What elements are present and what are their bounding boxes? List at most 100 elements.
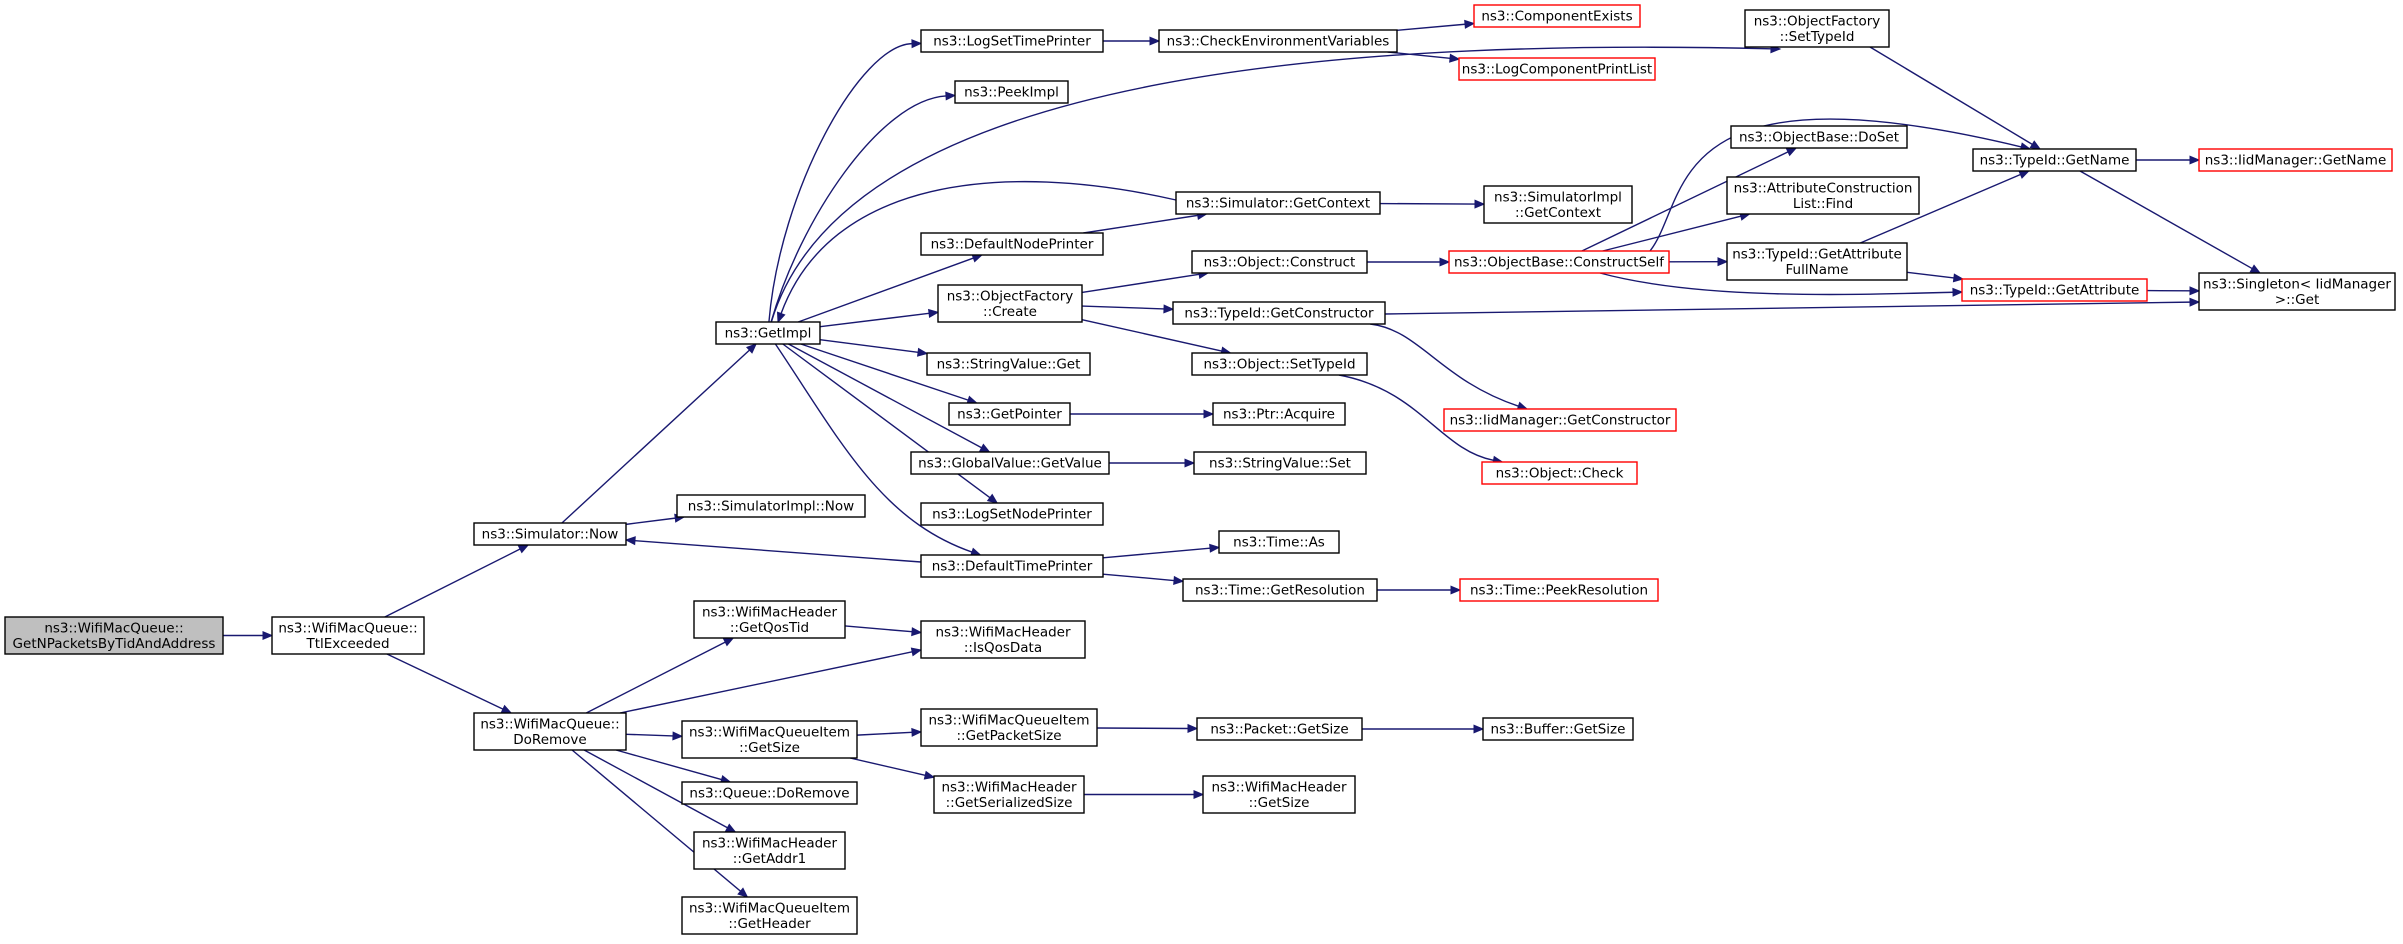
- function-node-doremove[interactable]: ns3::WifiMacQueue::DoRemove: [473, 712, 627, 751]
- function-node-typeidgetattr[interactable]: ns3::TypeId::GetAttribute: [1961, 278, 2148, 302]
- edge-line: [770, 95, 947, 323]
- function-node-pktgetsize[interactable]: ns3::Packet::GetSize: [1196, 717, 1363, 741]
- edge-line: [1396, 23, 1466, 32]
- node-box: [948, 402, 1071, 426]
- function-node-iidgetname[interactable]: ns3::IidManager::GetName: [2198, 148, 2393, 172]
- function-node-timeas[interactable]: ns3::Time::As: [1218, 530, 1340, 554]
- function-node-getptr[interactable]: ns3::GetPointer: [948, 402, 1071, 426]
- function-node-ptracquire[interactable]: ns3::Ptr::Acquire: [1212, 402, 1346, 426]
- node-box: [954, 80, 1069, 104]
- node-label: ::GetSize: [739, 740, 800, 756]
- function-node-strget[interactable]: ns3::StringValue::Get: [926, 352, 1091, 376]
- node-label: ns3::WifiMacQueue::: [480, 716, 619, 732]
- function-node-timepeekres[interactable]: ns3::Time::PeekResolution: [1459, 578, 1659, 602]
- call-edge-getctor-to-singleton: [1384, 297, 2201, 315]
- function-node-simnow[interactable]: ns3::Simulator::Now: [473, 522, 627, 546]
- function-node-itemsize[interactable]: ns3::WifiMacQueueItem::GetSize: [681, 720, 858, 759]
- function-node-logsettime[interactable]: ns3::LogSetTimePrinter: [920, 29, 1104, 53]
- function-node-constructself[interactable]: ns3::ObjectBase::ConstructSelf: [1448, 250, 1670, 274]
- function-node-typeidgetname[interactable]: ns3::TypeId::GetName: [1972, 148, 2137, 172]
- function-node-getheader[interactable]: ns3::WifiMacQueueItem::GetHeader: [681, 896, 858, 935]
- edge-arrowhead: [2189, 297, 2201, 307]
- node-box: [473, 522, 627, 546]
- function-node-compexists[interactable]: ns3::ComponentExists: [1473, 4, 1641, 28]
- edge-line: [1602, 215, 1742, 252]
- node-label: ns3::Time::GetResolution: [1195, 583, 1365, 599]
- node-label: ns3::LogSetTimePrinter: [933, 34, 1091, 50]
- edge-line: [585, 641, 726, 714]
- edge-line: [1338, 374, 1494, 461]
- function-node-deftime[interactable]: ns3::DefaultTimePrinter: [920, 554, 1104, 578]
- function-node-hdrgetsize[interactable]: ns3::WifiMacHeader::GetSize: [1202, 775, 1356, 814]
- function-node-bufgetsize[interactable]: ns3::Buffer::GetSize: [1482, 717, 1634, 741]
- edge-arrowhead: [986, 493, 999, 504]
- node-box: [1726, 176, 1920, 215]
- call-edge-deftime-to-timegetres: [1102, 573, 1185, 586]
- function-node-gvget[interactable]: ns3::GlobalValue::GetValue: [910, 451, 1110, 475]
- function-node-objconstruct[interactable]: ns3::Object::Construct: [1191, 250, 1368, 274]
- function-node-objcheck[interactable]: ns3::Object::Check: [1481, 461, 1638, 485]
- node-box: [681, 896, 858, 935]
- function-node-defnode[interactable]: ns3::DefaultNodePrinter: [920, 232, 1104, 256]
- edge-line: [1102, 547, 1211, 559]
- node-label: ::GetContext: [1515, 205, 1601, 221]
- node-label: ns3::WifiMacQueue::: [44, 620, 183, 636]
- function-node-iidgetctor[interactable]: ns3::IidManager::GetConstructor: [1443, 408, 1677, 432]
- edge-arrowhead: [911, 727, 923, 737]
- function-node-isqosdata[interactable]: ns3::WifiMacHeader::IsQosData: [920, 620, 1086, 659]
- function-node-singleton[interactable]: ns3::Singleton< IidManager >::Get: [2198, 272, 2396, 311]
- function-node-obdoset[interactable]: ns3::ObjectBase::DoSet: [1730, 125, 1908, 149]
- node-box: [1473, 4, 1641, 28]
- function-node-simimplctx[interactable]: ns3::SimulatorImpl::GetContext: [1483, 185, 1633, 224]
- node-box: [2198, 148, 2393, 172]
- edge-line: [1083, 214, 1198, 234]
- node-box: [1202, 775, 1356, 814]
- node-label: ns3::ObjectFactory: [947, 288, 1074, 304]
- node-box: [1182, 578, 1378, 602]
- node-label: ns3::Queue::DoRemove: [689, 786, 849, 802]
- function-node-qdoremove[interactable]: ns3::Queue::DoRemove: [681, 781, 858, 805]
- call-edge-gvget-to-strset: [1109, 458, 1196, 468]
- function-node-timegetres[interactable]: ns3::Time::GetResolution: [1182, 578, 1378, 602]
- function-node-getimpl[interactable]: ns3::GetImpl: [715, 321, 821, 345]
- call-edge-getimpl-to-peekimpl: [770, 91, 957, 323]
- function-node-peekimpl[interactable]: ns3::PeekImpl: [954, 80, 1069, 104]
- function-node-settypeid[interactable]: ns3::Object::SetTypeId: [1191, 352, 1368, 376]
- function-node-logcomplist[interactable]: ns3::LogComponentPrintList: [1458, 57, 1656, 81]
- function-node-ofcreate[interactable]: ns3::ObjectFactory::Create: [937, 284, 1083, 323]
- function-node-getctor[interactable]: ns3::TypeId::GetConstructor: [1172, 301, 1386, 325]
- function-node-logsetnode[interactable]: ns3::LogSetNodePrinter: [920, 502, 1104, 526]
- function-node-ttl[interactable]: ns3::WifiMacQueue::TtlExceeded: [271, 616, 425, 655]
- node-label: ns3::TypeId::GetName: [1980, 153, 2130, 169]
- edge-line: [583, 749, 728, 829]
- function-node-checkenv[interactable]: ns3::CheckEnvironmentVariables: [1158, 29, 1398, 53]
- function-node-getsersize[interactable]: ns3::WifiMacHeader::GetSerializedSize: [933, 775, 1085, 814]
- node-label: ns3::WifiMacHeader: [941, 779, 1077, 795]
- function-node-getqostid[interactable]: ns3::WifiMacHeader::GetQosTid: [693, 600, 846, 639]
- call-edge-getattrfull-to-typeidgetname: [1860, 170, 2030, 244]
- function-node-getpktsize[interactable]: ns3::WifiMacQueueItem::GetPacketSize: [920, 708, 1098, 747]
- call-edge-simnow-to-simimplnow: [625, 513, 686, 526]
- function-node-getaddr1[interactable]: ns3::WifiMacHeader::GetAddr1: [693, 831, 846, 870]
- edge-arrowhead: [1163, 304, 1175, 314]
- node-label: ns3::DefaultNodePrinter: [931, 237, 1094, 253]
- node-label: ns3::Time::PeekResolution: [1470, 583, 1648, 599]
- node-label: ::GetPacketSize: [956, 728, 1061, 744]
- call-edge-timegetres-to-timepeekres: [1377, 585, 1462, 595]
- call-edge-getpktsize-to-pktgetsize: [1096, 723, 1199, 734]
- function-node-ofsettypeid[interactable]: ns3::ObjectFactory::SetTypeId: [1744, 9, 1890, 48]
- node-box: [271, 616, 425, 655]
- node-box: [1961, 278, 2148, 302]
- edge-line: [384, 548, 521, 618]
- function-node-strset[interactable]: ns3::StringValue::Set: [1193, 451, 1367, 475]
- function-node-simgetctx[interactable]: ns3::Simulator::GetContext: [1175, 191, 1381, 215]
- node-label: ::IsQosData: [964, 640, 1042, 656]
- function-node-simimplnow[interactable]: ns3::SimulatorImpl::Now: [676, 494, 866, 518]
- node-label: ns3::DefaultTimePrinter: [932, 559, 1093, 575]
- edge-arrowhead: [1717, 257, 1729, 267]
- call-edge-simnow-to-getimpl: [561, 343, 758, 524]
- call-edge-getqostid-to-isqosdata: [844, 625, 923, 637]
- node-label: ::GetSerializedSize: [946, 795, 1073, 811]
